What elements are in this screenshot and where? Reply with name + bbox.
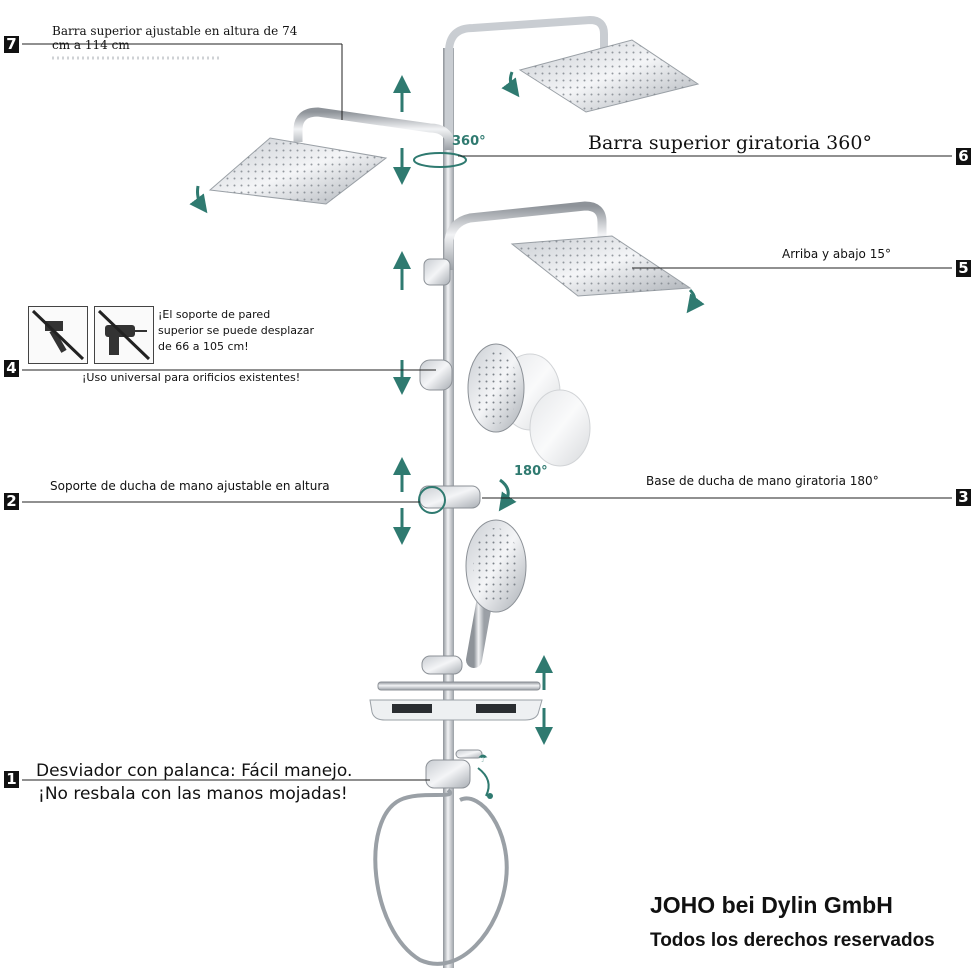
- no-drill-icon: [94, 306, 154, 364]
- callout-text-2: Soporte de ducha de mano ajustable en al…: [50, 479, 330, 493]
- brand-rights: Todos los derechos reservados: [650, 930, 935, 951]
- shower-hose: [373, 788, 509, 966]
- callout-7-line1: Barra superior ajustable en altura de 74: [52, 24, 298, 38]
- callout-text-4: ¡Uso universal para orificios existentes…: [82, 371, 301, 384]
- callout-1-line1: Desviador con palanca: Fácil manejo.: [36, 761, 353, 781]
- upper-bracket: [423, 258, 451, 286]
- handheld-symbol-icon: [487, 793, 493, 799]
- callout-number-2: 2: [4, 493, 19, 510]
- upper-arm-left: [293, 107, 454, 150]
- callout-number-7: 7: [4, 36, 19, 53]
- rotation-label-180: 180°: [514, 464, 548, 479]
- rain-symbol-icon: ☂: [478, 753, 488, 765]
- holder-ring: [418, 486, 446, 514]
- wall-mount: [419, 359, 453, 391]
- callout-4-note-line1: ¡El soporte de pared: [158, 308, 271, 321]
- shelf-rail: [377, 681, 541, 691]
- callout-text-5: Arriba y abajo 15°: [782, 247, 891, 261]
- leader-lines: [22, 43, 952, 781]
- diverter-arc: [477, 767, 490, 797]
- callout-4-note-line3: de 66 a 105 cm!: [158, 340, 249, 353]
- callout-number-6: 6: [956, 148, 971, 165]
- callout-note-4: ¡El soporte de pared superior se puede d…: [158, 307, 314, 355]
- swivel-ring-360: [413, 152, 467, 168]
- callout-text-7: Barra superior ajustable en altura de 74…: [52, 24, 297, 52]
- callout-number-3: 3: [956, 489, 971, 506]
- no-hammer-icon: [28, 306, 88, 364]
- upper-arm-middle: [444, 201, 607, 270]
- callout-1-line2: ¡No resbala con las manos mojadas!: [38, 784, 348, 804]
- callout-number-5: 5: [956, 260, 971, 277]
- callout-text-6: Barra superior giratoria 360°: [588, 132, 872, 154]
- rotation-label-360: 360°: [452, 134, 486, 149]
- callout-7-line2: cm a 114 cm: [52, 38, 130, 52]
- handheld-holder: [419, 485, 481, 509]
- callout-number-1: 1: [4, 771, 19, 788]
- upper-arm-ghost: [445, 15, 608, 150]
- callout-text-3: Base de ducha de mano giratoria 180°: [646, 474, 879, 488]
- handheld-arm-lower: [466, 596, 492, 668]
- brand-company: JOHO bei Dylin GmbH: [650, 892, 893, 918]
- callout-text-1: Desviador con palanca: Fácil manejo. ¡No…: [36, 760, 352, 806]
- diverter-body: [425, 759, 471, 789]
- diverter-lever: [455, 749, 483, 759]
- callout-4-note-line2: superior se puede desplazar: [158, 324, 315, 337]
- adjust-arrows: [189, 71, 705, 745]
- callout-number-4: 4: [4, 360, 19, 377]
- shelf-clamp: [421, 655, 463, 675]
